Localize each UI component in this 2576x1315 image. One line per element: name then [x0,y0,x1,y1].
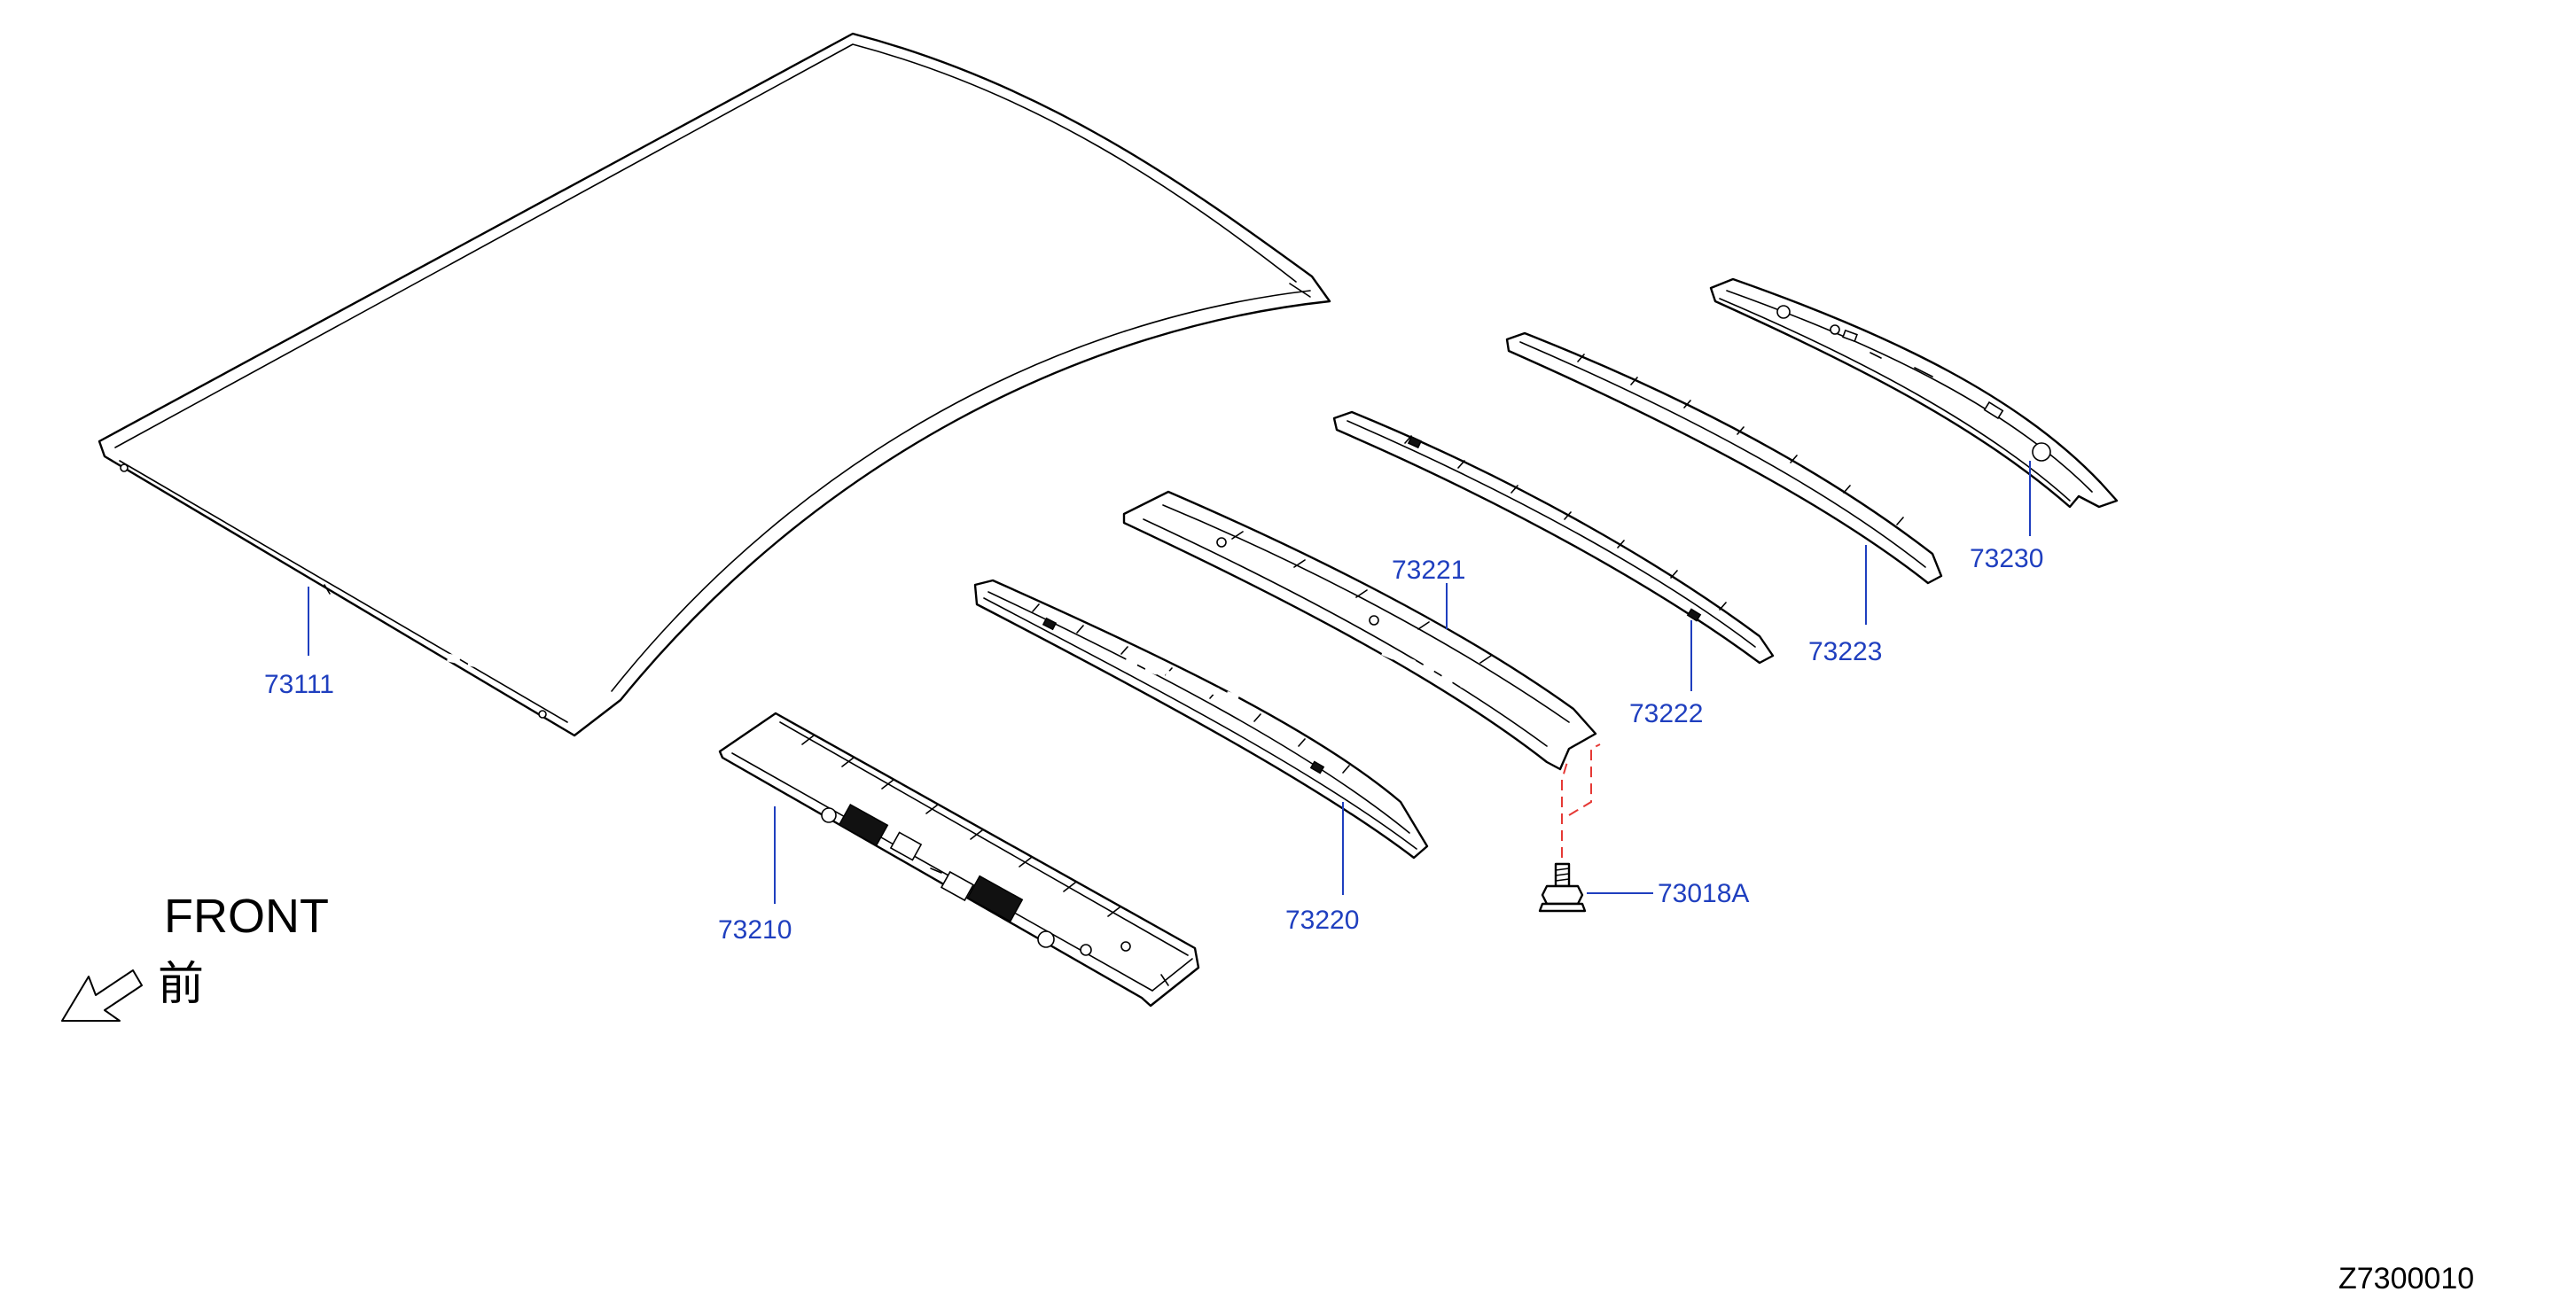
callout-front-rail[interactable]: 73210 [718,915,792,945]
rear-rail[interactable] [1709,277,2119,509]
bolt-73018a[interactable] [1538,862,1587,913]
roof-panel[interactable] [98,32,1331,737]
hidden-line-bolt-2 [1568,743,1601,816]
roof-bow-1[interactable] [973,579,1429,860]
callout-bolt[interactable]: 73018A [1658,879,1749,908]
arrow-down-left-icon [61,969,143,1022]
callout-rear-rail[interactable]: 73230 [1970,544,2043,573]
callout-bow-2[interactable]: 73222 [1629,699,1703,728]
roof-bow-3[interactable] [1505,331,1943,585]
hidden-line-bolt [1561,761,1568,858]
front-rail[interactable] [718,712,1200,1008]
callout-bow-1-reinforcement[interactable]: 73221 [1392,556,1465,585]
roof-bow-1-reinforcement[interactable] [1122,490,1597,771]
roof-bow-2[interactable] [1332,410,1775,665]
callout-roof-panel[interactable]: 73111 [264,670,334,699]
front-label: FRONT [164,890,329,943]
callout-bow-1[interactable]: 73220 [1285,906,1359,935]
callout-bow-3[interactable]: 73223 [1808,637,1882,666]
drawing-number: Z7300010 [2338,1262,2474,1296]
front-label-jp: 前 [158,958,204,1011]
